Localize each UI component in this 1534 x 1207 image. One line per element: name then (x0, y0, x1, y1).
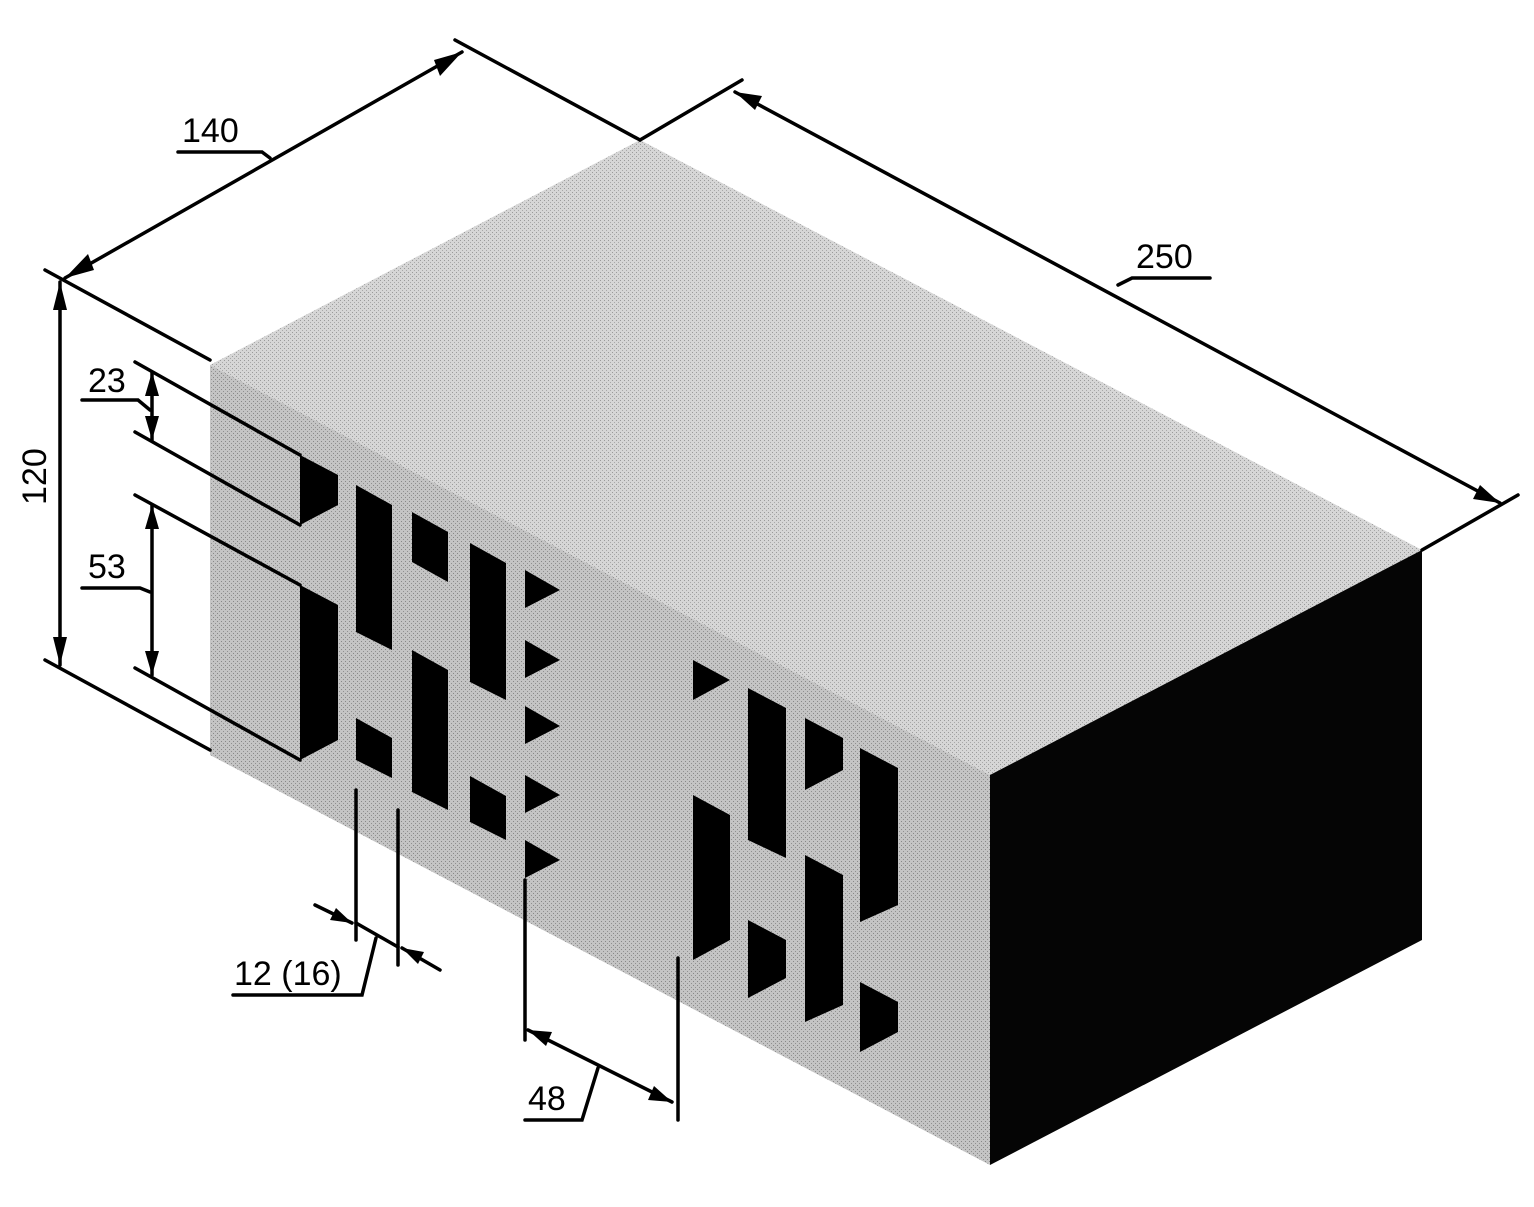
hole (470, 776, 506, 840)
brick-holes (300, 455, 898, 1052)
arrowhead (145, 416, 159, 440)
hole (356, 485, 392, 650)
dimension-48-label: 48 (528, 1080, 566, 1118)
brick-body (210, 140, 1422, 1165)
brick-end-face (990, 550, 1422, 1165)
hole (860, 982, 898, 1052)
dimension-arrowheads (53, 52, 1500, 1102)
arrowhead (434, 52, 462, 76)
dimension-120-label: 120 (16, 448, 54, 505)
arrowhead (402, 948, 424, 964)
hole (525, 840, 560, 878)
hole (470, 543, 506, 700)
hole (693, 795, 730, 960)
hole (356, 718, 392, 778)
hole (805, 855, 843, 1022)
hole (860, 748, 898, 922)
arrowhead (1473, 485, 1500, 503)
hole (525, 570, 560, 608)
dimension-140-label: 140 (182, 112, 239, 150)
dimension-53-label: 53 (88, 548, 126, 586)
hole (412, 512, 448, 582)
hole (300, 455, 338, 525)
dimension-12-16-label: 12 (16) (234, 955, 342, 993)
hole (412, 650, 448, 810)
arrowhead (735, 92, 762, 110)
hole (525, 706, 560, 744)
dimension-250-label: 250 (1136, 238, 1193, 276)
hole (300, 585, 338, 760)
arrowhead (145, 505, 159, 529)
brick-top-face (210, 140, 1422, 775)
hole (525, 775, 560, 813)
hole (805, 718, 843, 790)
hole (693, 660, 730, 700)
arrowhead (330, 908, 352, 923)
hole (748, 688, 786, 858)
arrowhead (528, 1030, 552, 1046)
arrowhead (145, 372, 159, 396)
dimension-23-label: 23 (88, 362, 126, 400)
arrowhead (648, 1086, 672, 1102)
arrowhead (53, 637, 67, 665)
arrowhead (53, 282, 67, 310)
arrowhead (145, 651, 159, 675)
hole (525, 640, 560, 678)
hole (748, 920, 786, 998)
arrowhead (65, 254, 94, 278)
brick-side-face (210, 365, 990, 1165)
